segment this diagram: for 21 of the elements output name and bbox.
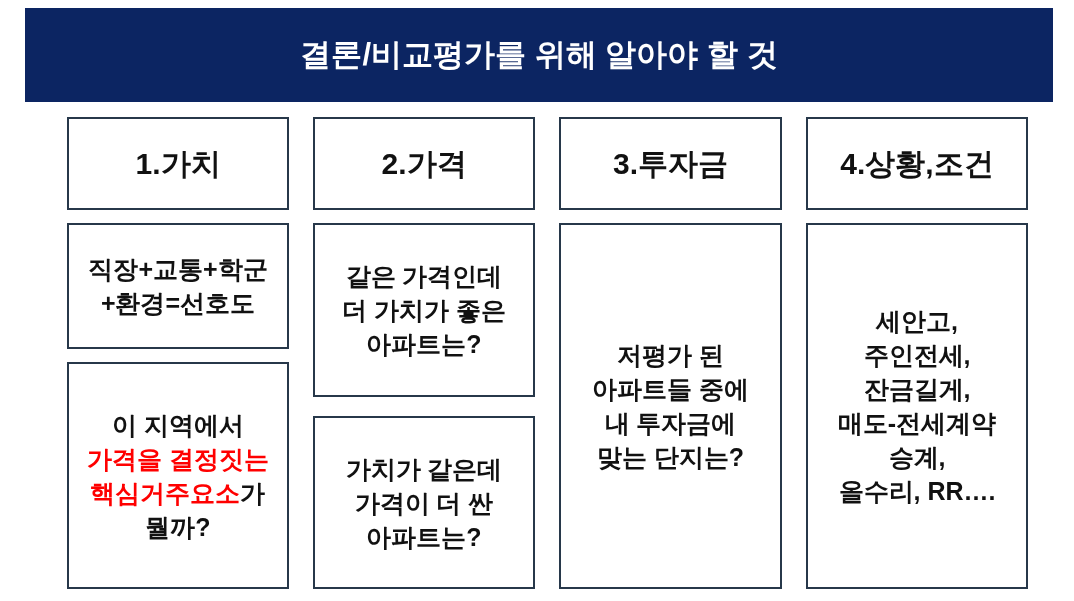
content-box xyxy=(806,223,1028,589)
content-box xyxy=(559,223,782,589)
box-text: 직장+교통+학군 +환경=선호도 xyxy=(88,254,268,319)
header-box xyxy=(806,117,1028,210)
box-heading: 2.가격 xyxy=(381,145,467,182)
box-text: 저평가 된 아파트들 중에 내 투자금에 맞는 단지는? xyxy=(592,340,749,473)
content-box xyxy=(67,362,289,589)
header-box xyxy=(559,117,782,210)
box-heading: 3.투자금 xyxy=(613,145,728,182)
box-text: 가치가 같은데 가격이 더 싼 아파트는? xyxy=(345,453,503,553)
title-heading: 결론/비교평가를 위해 알아야 할 것 xyxy=(300,35,778,74)
box-heading: 1.가치 xyxy=(135,145,221,182)
box-text: 이 지역에서 가격을 결정짓는 핵심거주요소가 뭘까? xyxy=(87,409,269,543)
content-box xyxy=(313,223,535,397)
box-heading: 4.상황,조건 xyxy=(840,145,994,182)
content-box xyxy=(313,416,535,589)
box-text: 같은 가격인데 더 가치가 좋은 아파트는? xyxy=(342,261,506,360)
box-text: 세안고, 주인전세, 잔금길게, 매도-전세계약 승계, 올수리, RR…. xyxy=(837,306,997,507)
content-box xyxy=(67,223,289,349)
header-box xyxy=(313,117,535,210)
header-box xyxy=(67,117,289,210)
